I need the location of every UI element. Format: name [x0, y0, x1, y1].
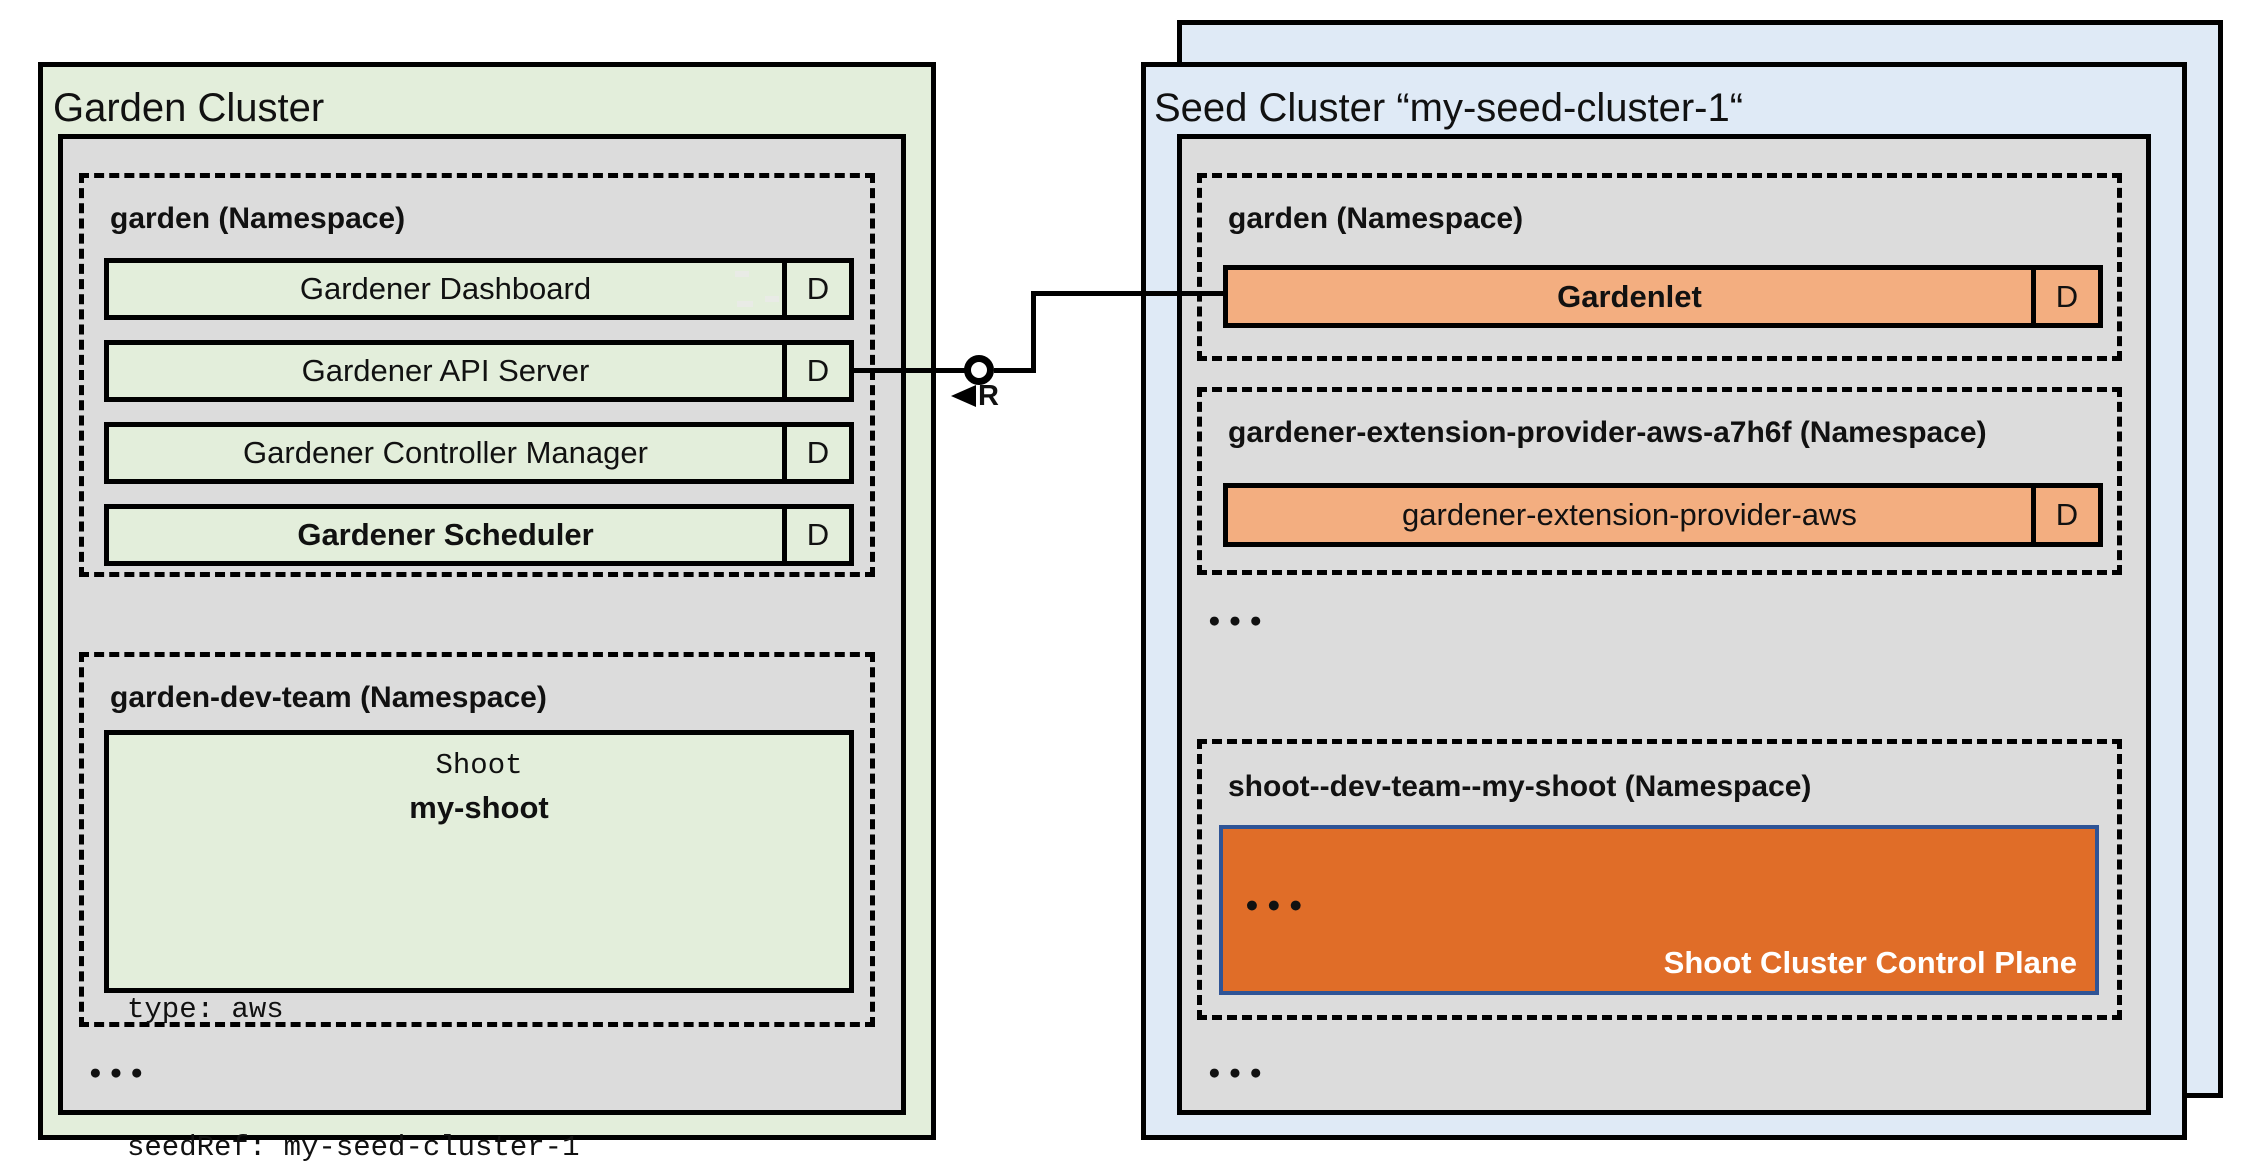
shoot-kind: Shoot [435, 749, 523, 782]
namespace-garden-dev-team: garden-dev-team (Namespace) Shoot my-sho… [79, 652, 875, 1164]
deployment-badge: D [782, 345, 849, 397]
seed-namespace-garden-label: garden (Namespace) [1228, 202, 1524, 235]
control-plane-ellipsis: ●●● [1245, 891, 1311, 917]
component-label: Gardener Controller Manager [243, 435, 648, 470]
artifact-dash [765, 296, 779, 302]
more-extensions-ellipsis: ●●● [1208, 609, 1271, 632]
garden-cluster-panel: garden (Namespace) Gardener Dashboard D … [58, 134, 906, 1164]
seed-cluster-title: Seed Cluster “my-seed-cluster-1“ [1154, 86, 1744, 130]
seed-cluster-box: Seed Cluster “my-seed-cluster-1“ garden … [1141, 62, 2187, 1140]
more-shoot-namespaces-ellipsis: ●●● [1208, 1061, 1271, 1084]
component-label: gardener-extension-provider-aws [1402, 497, 1857, 532]
deployment-badge: D [2031, 270, 2098, 323]
component-gardener-extension-provider-aws: gardener-extension-provider-aws D [1223, 483, 2103, 547]
shoot-spec: type: aws seedRef: my-seed-cluster-1 [127, 895, 579, 1174]
shoot-cluster-control-plane-box: ●●● Shoot Cluster Control Plane [1219, 825, 2099, 995]
more-namespaces-ellipsis: ●●● [89, 1061, 152, 1084]
component-label: Gardener Scheduler [297, 517, 594, 552]
connector-interface-circle [964, 355, 994, 385]
deployment-badge: D [782, 427, 849, 479]
connector-direction-label: R [978, 380, 999, 412]
garden-cluster-title: Garden Cluster [53, 86, 325, 130]
seed-namespace-shoot-label: shoot--dev-team--my-shoot (Namespace) [1228, 770, 1812, 803]
deployment-badge: D [782, 263, 849, 315]
connector-segment-vertical [1031, 291, 1036, 373]
namespace-garden-label: garden (Namespace) [110, 202, 406, 235]
artifact-dash [735, 271, 749, 277]
component-text: Gardener Dashboard [299, 271, 592, 306]
connector-arrow-left-icon [951, 385, 976, 407]
control-plane-label: Shoot Cluster Control Plane [1663, 945, 2077, 980]
connector-segment-left [854, 368, 966, 373]
seed-cluster-panel: garden (Namespace) Gardenlet D gardener-… [1177, 134, 2151, 1115]
namespace-garden-dev-team-label: garden-dev-team (Namespace) [110, 681, 547, 714]
seed-namespace-extension-label: gardener-extension-provider-aws-a7h6f (N… [1228, 416, 1987, 449]
shoot-name: my-shoot [409, 790, 549, 825]
shoot-spec-seedref: seedRef: my-seed-cluster-1 [127, 1131, 580, 1164]
artifact-dash [737, 301, 753, 307]
component-gardener-controller-manager: Gardener Controller Manager D [104, 422, 854, 484]
seed-namespace-extension-provider-aws: gardener-extension-provider-aws-a7h6f (N… [1197, 387, 2122, 575]
deployment-badge: D [2031, 488, 2098, 542]
connector-segment-right [1031, 291, 1223, 296]
seed-namespace-shoot-dev-team-my-shoot: shoot--dev-team--my-shoot (Namespace) ●●… [1197, 739, 2122, 1020]
namespace-garden: garden (Namespace) Gardener Dashboard D … [79, 173, 875, 577]
component-label: Gardenlet [1557, 278, 1702, 314]
garden-cluster-box: Garden Cluster garden (Namespace) Garden… [38, 62, 936, 1164]
component-label: Gardener Dashboard [109, 263, 782, 315]
shoot-resource-box: Shoot my-shoot type: aws seedRef: my-see… [104, 730, 854, 1164]
component-label: Gardener API Server [301, 353, 590, 388]
shoot-spec-type: type: aws [127, 993, 284, 1026]
seed-namespace-garden: garden (Namespace) Gardenlet D [1197, 173, 2122, 361]
component-gardenlet: Gardenlet D [1223, 265, 2103, 328]
component-gardener-scheduler: Gardener Scheduler D [104, 504, 854, 566]
component-gardener-api-server: Gardener API Server D [104, 340, 854, 402]
component-gardener-dashboard: Gardener Dashboard D [104, 258, 854, 320]
connector-segment-mid [994, 368, 1036, 373]
deployment-badge: D [782, 509, 849, 561]
